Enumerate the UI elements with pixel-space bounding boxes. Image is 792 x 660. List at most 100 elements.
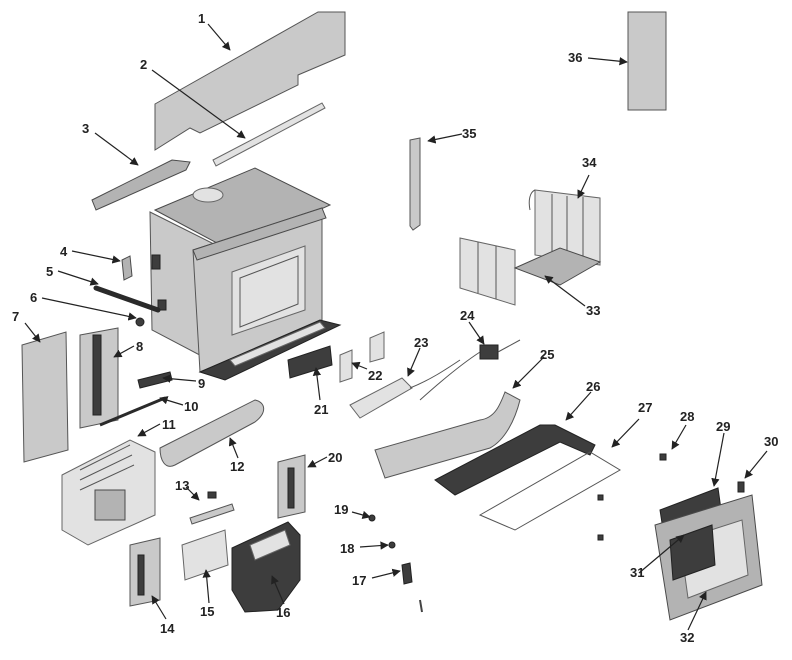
callout-20: 20 <box>328 450 342 465</box>
callout-25: 25 <box>540 347 554 362</box>
leader-25 <box>512 356 545 389</box>
callout-29: 29 <box>716 419 730 434</box>
leader-15 <box>202 569 211 604</box>
part-12-curved-trim <box>159 399 265 467</box>
part-11-blower-housing <box>61 439 156 546</box>
leader-23 <box>407 347 421 377</box>
leader-2 <box>151 69 246 139</box>
leader-10 <box>159 396 184 406</box>
leader-16 <box>271 575 285 605</box>
leader-13 <box>185 486 200 501</box>
leader-27 <box>611 418 640 448</box>
callout-11: 11 <box>162 417 176 432</box>
part-15-box <box>181 529 229 581</box>
leader-22 <box>351 361 368 370</box>
leader-6 <box>41 297 137 321</box>
part-24-cord-switch <box>419 339 521 401</box>
callout-4: 4 <box>60 244 68 259</box>
part-20-bracket <box>277 454 306 519</box>
callout-2: 2 <box>140 57 147 72</box>
callout-6: 6 <box>30 290 37 305</box>
part-33-firebrick-floor <box>459 237 602 306</box>
callout-16: 16 <box>276 605 290 620</box>
callout-27: 27 <box>638 400 652 415</box>
part-19-fastener <box>368 514 376 522</box>
leader-31 <box>638 534 685 574</box>
part-17-screw <box>419 599 423 613</box>
leader-5 <box>57 270 99 286</box>
part-7-left-panel <box>21 331 69 463</box>
leader-26 <box>565 391 592 421</box>
leader-34 <box>577 174 590 199</box>
part-28-clips <box>597 453 667 541</box>
leader-3 <box>94 132 139 166</box>
callout-5: 5 <box>46 264 53 279</box>
callout-13: 13 <box>175 478 189 493</box>
leader-17 <box>371 568 401 579</box>
part-1-top-shield <box>154 11 346 151</box>
callout-33: 33 <box>586 303 600 318</box>
callout-15: 15 <box>200 604 214 619</box>
callout-22: 22 <box>368 368 382 383</box>
part-21-dark-channel <box>287 345 333 379</box>
part-10-thin-rod <box>99 396 166 427</box>
part-18-fastener <box>388 541 396 549</box>
part-4-small-bracket <box>121 255 133 281</box>
callout-9: 9 <box>198 376 205 391</box>
stove-body <box>149 167 342 381</box>
part-36-side-panel <box>627 11 667 111</box>
leader-35 <box>427 133 463 144</box>
leader-11 <box>137 423 161 437</box>
callout-12: 12 <box>230 459 244 474</box>
part-3-bracket <box>91 159 191 211</box>
part-16-frame-assembly <box>231 521 301 613</box>
callout-31: 31 <box>630 565 644 580</box>
callout-17: 17 <box>352 573 366 588</box>
leader-30 <box>744 450 768 479</box>
leader-7 <box>24 322 41 343</box>
leader-1 <box>207 23 231 51</box>
part-35-vertical-strip <box>409 137 421 231</box>
leader-28 <box>671 424 687 450</box>
part-25-heat-shield <box>374 391 521 479</box>
callout-19: 19 <box>334 502 348 517</box>
part-8-side-channel <box>79 327 119 429</box>
part-26-gasket-frame <box>434 424 596 496</box>
leader-33 <box>544 275 586 307</box>
part-13-small-plate <box>189 491 235 525</box>
part-17-bracket <box>401 562 413 585</box>
callout-1: 1 <box>198 11 205 26</box>
leader-19 <box>351 510 371 520</box>
callout-34: 34 <box>582 155 597 170</box>
callout-24: 24 <box>460 308 475 323</box>
callout-26: 26 <box>586 379 600 394</box>
part-14-vertical-bracket <box>129 537 161 607</box>
leader-12 <box>228 437 239 459</box>
callout-32: 32 <box>680 630 694 645</box>
leader-20 <box>307 456 328 468</box>
leader-29 <box>711 432 725 487</box>
callout-36: 36 <box>568 50 582 65</box>
callout-18: 18 <box>340 541 354 556</box>
part-27-rod-frame <box>478 451 621 531</box>
part-22-clips <box>339 331 385 383</box>
callout-23: 23 <box>414 335 428 350</box>
leader-14 <box>151 595 167 620</box>
callout-14: 14 <box>160 621 175 636</box>
leader-36 <box>587 57 628 66</box>
leader-8 <box>113 345 135 358</box>
callout-35: 35 <box>462 126 476 141</box>
callout-30: 30 <box>764 434 778 449</box>
leader-32 <box>687 591 707 631</box>
leader-21 <box>312 367 322 401</box>
leader-18 <box>359 541 389 550</box>
part-9-dark-plate <box>137 371 173 389</box>
part-5-rod <box>93 285 161 313</box>
part-2-strip <box>212 102 326 167</box>
leader-4 <box>71 250 121 264</box>
leader-9 <box>162 374 197 383</box>
callout-28: 28 <box>680 409 694 424</box>
part-6-knob <box>135 317 145 327</box>
